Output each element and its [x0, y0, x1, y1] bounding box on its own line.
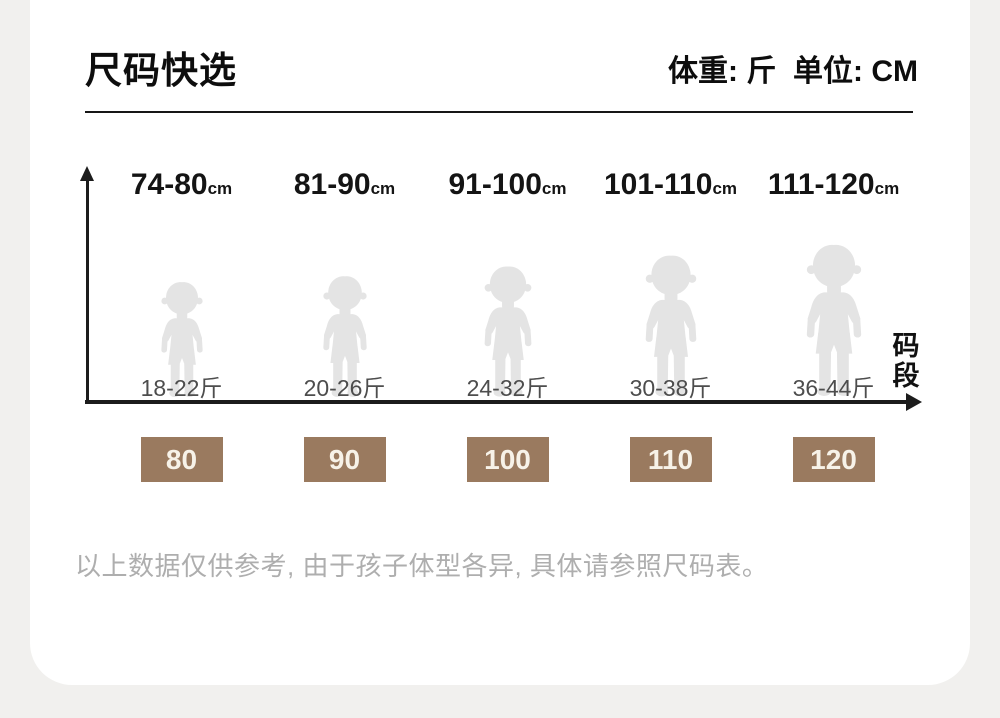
size-column-110: 101-110cm 30-38斤 110 [589, 168, 752, 490]
height-range-value: 111-120 [767, 168, 875, 201]
size-value: 80 [165, 443, 198, 475]
size-value: 90 [328, 443, 361, 475]
y-axis-arrow-icon [80, 166, 94, 181]
size-value: 120 [810, 443, 857, 475]
size-column-100: 91-100cm 24-32斤 100 [426, 168, 589, 490]
height-unit: cm [207, 179, 233, 198]
height-range-label: 111-120cm [752, 168, 915, 202]
height-range-value: 74-80 [130, 168, 208, 201]
size-box-90: 90 [303, 437, 386, 482]
size-chart-card: 尺码快选 体重: 斤 单位: CM 码段 74-80cm [30, 0, 970, 685]
size-column-80: 74-80cm 18-22斤 80 [100, 168, 263, 490]
child-silhouette-icon [474, 264, 542, 400]
height-range-label: 101-110cm [589, 168, 752, 202]
weight-range-label: 30-38斤 [629, 375, 712, 401]
height-range-value: 91-100 [448, 168, 542, 201]
page-title: 尺码快选 [85, 50, 237, 91]
weight-range-label: 20-26斤 [303, 375, 386, 401]
x-axis-label: 码段 [892, 331, 920, 391]
disclaimer-text: 以上数据仅供参考, 由于孩子体型各异, 具体请参照尺码表。 [75, 551, 769, 581]
height-unit: cm [874, 179, 900, 198]
size-box-80: 80 [140, 437, 223, 482]
height-range-value: 81-90 [293, 168, 371, 201]
size-value: 110 [647, 443, 694, 475]
x-axis-line [85, 400, 906, 404]
size-box-110: 110 [629, 437, 712, 482]
size-column-120: 111-120cm 36-44斤 120 [752, 168, 915, 490]
height-unit: cm [370, 179, 396, 198]
child-silhouette-icon [313, 274, 376, 400]
height-range-value: 101-110 [603, 168, 713, 201]
weight-range-label: 18-22斤 [140, 375, 223, 401]
header-divider [85, 111, 913, 113]
x-axis-arrow-icon [906, 393, 922, 411]
height-range-label: 91-100cm [426, 168, 589, 202]
size-value: 100 [484, 443, 531, 475]
size-column-90: 81-90cm 20-26斤 90 [263, 168, 426, 490]
weight-range-label: 24-32斤 [466, 375, 549, 401]
weight-range-label: 36-44斤 [792, 375, 875, 401]
units-note: 体重: 斤 单位: CM [668, 55, 918, 88]
height-unit: cm [541, 179, 567, 198]
height-range-label: 81-90cm [263, 168, 426, 202]
size-box-120: 120 [792, 437, 875, 482]
height-unit: cm [712, 179, 738, 198]
height-range-label: 74-80cm [100, 168, 263, 202]
size-box-100: 100 [466, 437, 549, 482]
child-silhouette-icon [794, 242, 873, 400]
size-columns: 74-80cm 18-22斤 80 81-90cm [100, 168, 915, 490]
child-silhouette-icon [634, 253, 708, 400]
child-silhouette-icon [152, 280, 212, 400]
y-axis-line [86, 180, 89, 402]
